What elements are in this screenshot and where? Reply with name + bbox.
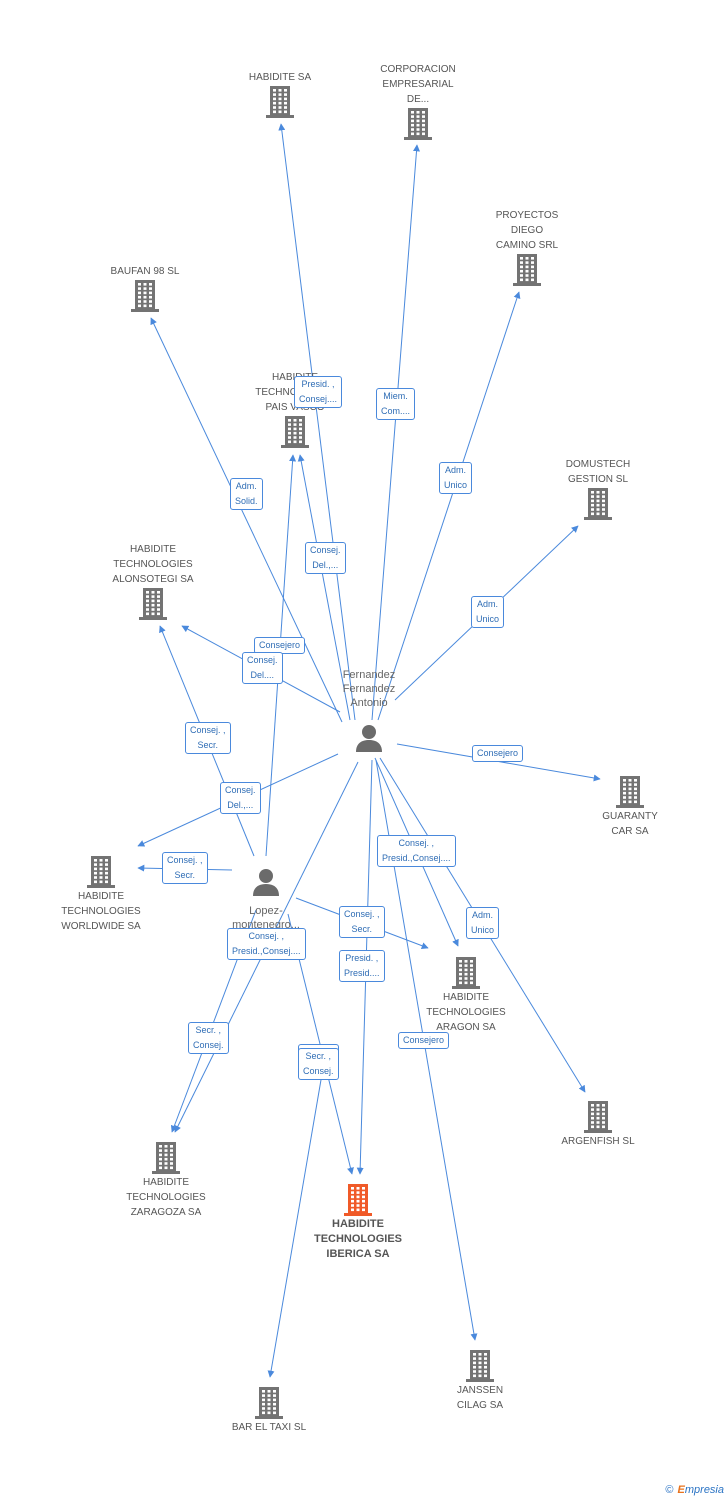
company-node-aragon[interactable]: HABIDITE TECHNOLOGIES ARAGON SA (396, 956, 536, 1035)
company-name: HABIDITE TECHNOLOGIES ARAGON SA (426, 992, 506, 1033)
relation-edge-fernandez-habidite_sa (278, 123, 356, 721)
company-name: DOMUSTECH GESTION SL (565, 459, 631, 485)
company-name: HABIDITE TECHNOLOGIES ALONSOTEGI SA (112, 544, 194, 585)
company-node-janssen[interactable]: JANSSEN CILAG SA (410, 1349, 550, 1413)
building-icon (152, 1142, 180, 1174)
company-name: PROYECTOS DIEGO CAMINO SRL (495, 210, 559, 251)
company-node-bar_taxi[interactable]: BAR EL TAXI SL (199, 1386, 339, 1435)
building-icon (87, 856, 115, 888)
building-icon (404, 108, 432, 140)
role-badge[interactable]: Adm. Unico (471, 596, 505, 628)
role-badge[interactable]: Consej. , Presid.,Consej.... (377, 835, 456, 867)
role-badge[interactable]: Adm. Unico (439, 462, 473, 494)
role-badge[interactable]: Secr. , Consej. (188, 1022, 229, 1054)
company-node-habidite_sa[interactable]: HABIDITE SA (210, 70, 350, 119)
company-name: ARGENFISH SL (561, 1136, 635, 1147)
company-node-guaranty[interactable]: GUARANTY CAR SA (560, 775, 700, 839)
company-name: CORPORACION EMPRESARIAL DE... (380, 64, 456, 105)
role-badge[interactable]: Adm. Unico (466, 907, 500, 939)
relation-edge-fernandez-pais_vasco (297, 454, 351, 721)
person-icon (253, 869, 279, 896)
role-badge[interactable]: Presid. , Consej.... (294, 376, 343, 408)
company-name: HABIDITE SA (248, 72, 312, 83)
building-icon (452, 957, 480, 989)
person-node-fernandez[interactable] (354, 723, 384, 758)
building-icon (584, 1101, 612, 1133)
company-node-iberica[interactable]: HABIDITE TECHNOLOGIES IBERICA SA (288, 1183, 428, 1262)
relation-edge-fernandez-proyectos (377, 291, 521, 721)
company-node-worldwide[interactable]: HABIDITE TECHNOLOGIES WORLDWIDE SA (31, 855, 171, 934)
building-icon (466, 1350, 494, 1382)
person-icon (356, 725, 382, 752)
role-badge[interactable]: Consej. Del.,... (220, 782, 261, 814)
person-name: Fernandez Fernandez Antonio (342, 669, 396, 709)
building-icon (616, 776, 644, 808)
role-badge[interactable]: Secr. , Consej. (298, 1048, 339, 1080)
role-badge[interactable]: Consej. Del.... (242, 652, 283, 684)
role-badge[interactable]: Consejero (472, 745, 524, 762)
company-node-argenfish[interactable]: ARGENFISH SL (528, 1100, 668, 1149)
relation-edge-lopez-bar_taxi (267, 1073, 323, 1378)
company-name: GUARANTY CAR SA (602, 811, 658, 837)
role-badge[interactable]: Adm. Solid. (230, 478, 263, 510)
empresia-watermark: ©Empresia (665, 1484, 724, 1496)
role-badge[interactable]: Consej. Del.,... (305, 542, 346, 574)
role-badge[interactable]: Consej. , Secr. (339, 906, 385, 938)
company-name: JANSSEN CILAG SA (456, 1385, 504, 1411)
company-node-corporacion[interactable]: CORPORACION EMPRESARIAL DE... (348, 62, 488, 141)
building-icon (255, 1387, 283, 1419)
role-badge[interactable]: Consej. , Secr. (162, 852, 208, 884)
role-badge[interactable]: Consej. , Presid.,Consej.... (227, 928, 306, 960)
role-badge[interactable]: Consej. , Secr. (185, 722, 231, 754)
building-icon (344, 1184, 372, 1216)
company-name: HABIDITE TECHNOLOGIES IBERICA SA (313, 1218, 402, 1260)
role-badge[interactable]: Presid. , Presid.... (339, 950, 385, 982)
company-name: BAR EL TAXI SL (231, 1422, 307, 1433)
company-node-domustech[interactable]: DOMUSTECH GESTION SL (528, 457, 668, 521)
building-icon (281, 416, 309, 448)
building-icon (584, 488, 612, 520)
company-name: BAUFAN 98 SL (110, 266, 180, 277)
relation-edge-fernandez-corporacion (371, 144, 420, 721)
building-icon (513, 254, 541, 286)
role-badge[interactable]: Miem. Com.... (376, 388, 416, 420)
company-name: HABIDITE TECHNOLOGIES WORLDWIDE SA (61, 891, 141, 932)
company-node-alonsotegi[interactable]: HABIDITE TECHNOLOGIES ALONSOTEGI SA (83, 542, 223, 621)
company-node-baufan[interactable]: BAUFAN 98 SL (75, 264, 215, 313)
company-node-zaragoza[interactable]: HABIDITE TECHNOLOGIES ZARAGOZA SA (96, 1141, 236, 1220)
company-name: HABIDITE TECHNOLOGIES ZARAGOZA SA (126, 1177, 206, 1218)
person-node-lopez[interactable] (251, 867, 281, 902)
company-node-proyectos[interactable]: PROYECTOS DIEGO CAMINO SRL (457, 208, 597, 287)
relation-edge-fernandez-baufan (150, 317, 343, 723)
building-icon (131, 280, 159, 312)
role-badge[interactable]: Consejero (398, 1032, 450, 1049)
building-icon (139, 588, 167, 620)
building-icon (266, 86, 294, 118)
